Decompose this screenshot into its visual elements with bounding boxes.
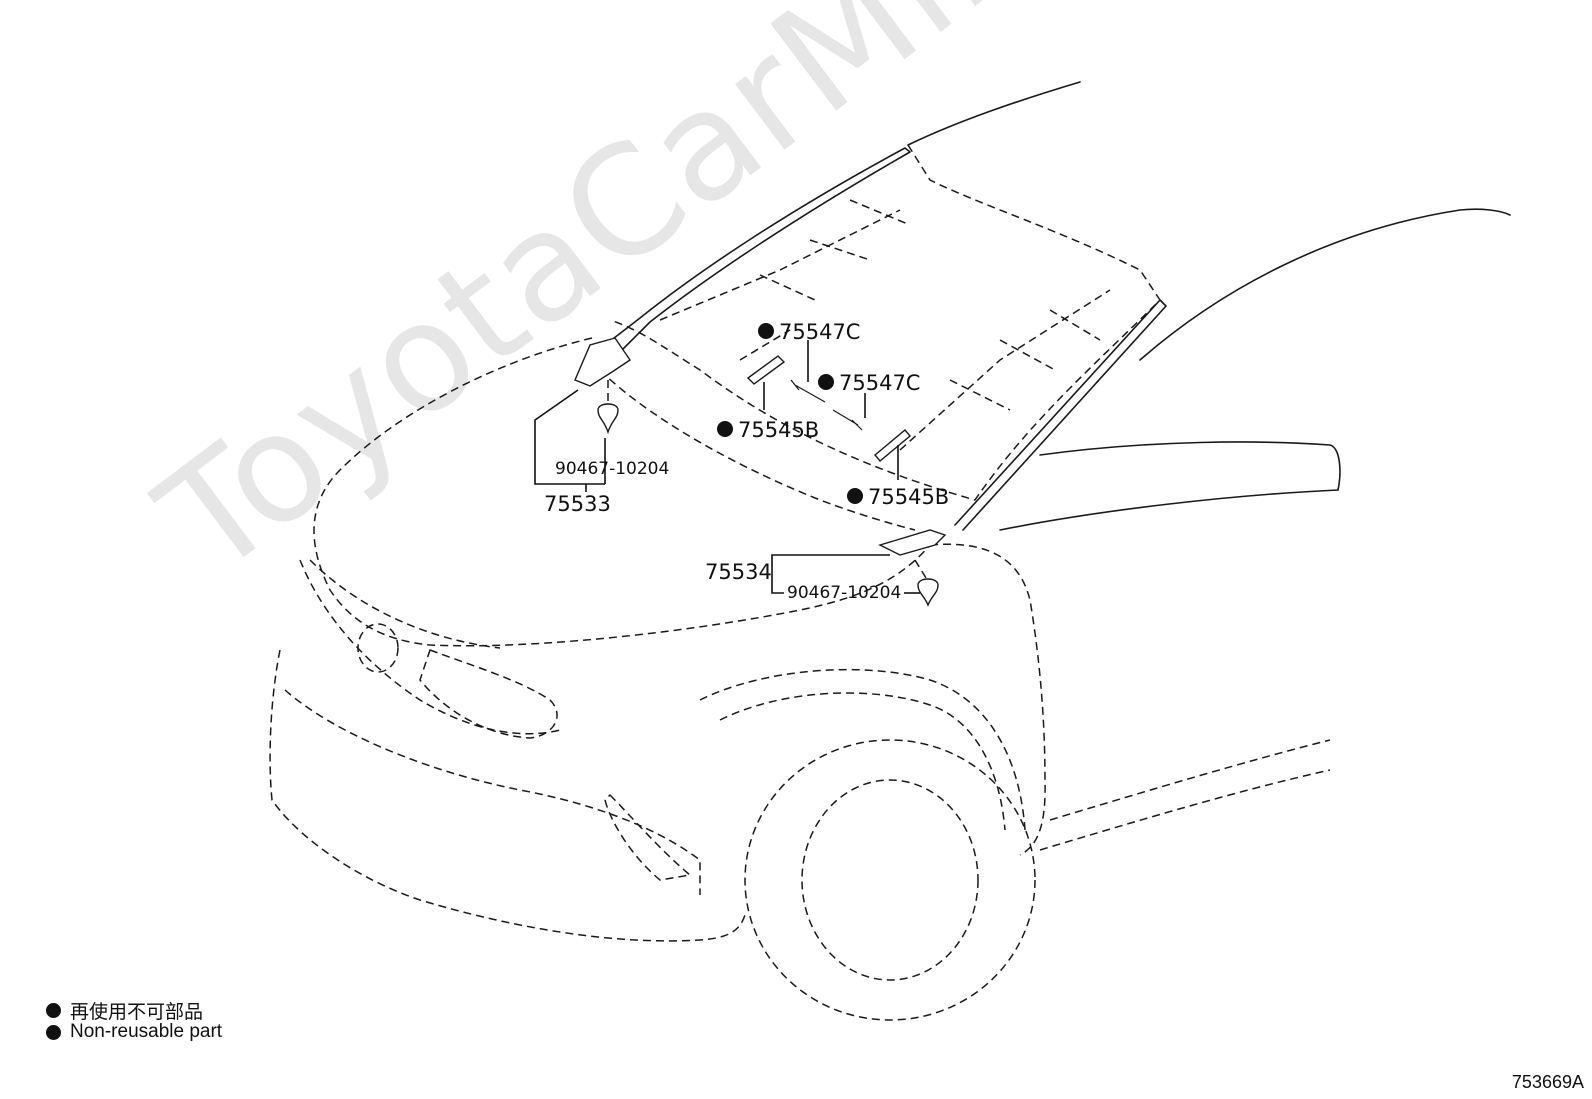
front-wheel-outer xyxy=(744,739,1036,1021)
legend-jp: 再使用不可部品 xyxy=(46,997,203,1024)
front-wheel-inner xyxy=(801,779,979,981)
rear-roof-line xyxy=(1139,208,1511,361)
wheel-arch-inner xyxy=(719,692,1006,831)
callout-75547c-mid: 75547C xyxy=(839,371,920,395)
diagram-id: 753669A xyxy=(1511,1072,1584,1092)
retainer-right-part xyxy=(874,429,911,462)
callout-assy-right: 75534 xyxy=(705,560,772,584)
callout-clip-left: 90467-10204 xyxy=(555,459,669,479)
right-clip-part xyxy=(917,578,939,607)
grille-upper xyxy=(299,559,561,735)
legend-en: Non-reusable part xyxy=(46,1021,222,1043)
wheel-arch xyxy=(699,668,1026,831)
right-cowl-seal-part xyxy=(878,529,947,556)
hood-front-edge xyxy=(309,559,501,649)
retainer-left-part xyxy=(746,355,786,385)
left-pillar-molding xyxy=(604,147,911,353)
nonreusable-marker-75547c-mid xyxy=(818,374,834,390)
right-clip-guide xyxy=(914,559,927,579)
legend-en-text: Non-reusable part xyxy=(70,1021,223,1042)
callout-75547c-top: 75547C xyxy=(779,320,860,344)
door-line xyxy=(999,489,1339,531)
side-window-line xyxy=(1039,441,1341,491)
headlight xyxy=(419,649,558,739)
nonreusable-marker-75545b-right xyxy=(847,488,863,504)
fog-light xyxy=(604,794,691,881)
windshield-outline xyxy=(609,144,1161,501)
legend-jp-text: 再使用不可部品 xyxy=(70,1002,204,1023)
callout-assy-left: 75533 xyxy=(544,492,611,516)
emblem xyxy=(357,623,399,673)
callout-75545b-right: 75545B xyxy=(868,485,949,509)
legend-bullet-icon xyxy=(46,1003,61,1018)
windshield-band-3 xyxy=(899,289,1111,451)
callout-75545b-left: 75545B xyxy=(738,418,819,442)
left-cowl-seal-part xyxy=(574,337,631,387)
callout-clip-right: 90467-10204 xyxy=(787,583,901,603)
leader-left-assy xyxy=(534,389,606,485)
legend-bullet-icon xyxy=(46,1024,61,1040)
hood-outline xyxy=(313,337,931,647)
nonreusable-marker-75545b-left xyxy=(717,421,733,437)
pin-mid-part xyxy=(832,409,863,431)
bumper-lower xyxy=(284,689,701,895)
front-bumper xyxy=(269,649,746,942)
leader-right-assy xyxy=(771,554,890,594)
hood-crease xyxy=(599,369,916,531)
front-fender xyxy=(929,543,1046,856)
roof-line xyxy=(907,81,1081,146)
right-pillar-molding xyxy=(954,299,1167,531)
left-clip-part xyxy=(597,403,619,435)
nonreusable-marker-75547c-top xyxy=(758,323,774,339)
side-skirt xyxy=(1039,739,1331,851)
pin-top-part xyxy=(790,379,826,403)
windshield-band-2 xyxy=(739,199,911,361)
windshield-band-1 xyxy=(659,209,901,321)
